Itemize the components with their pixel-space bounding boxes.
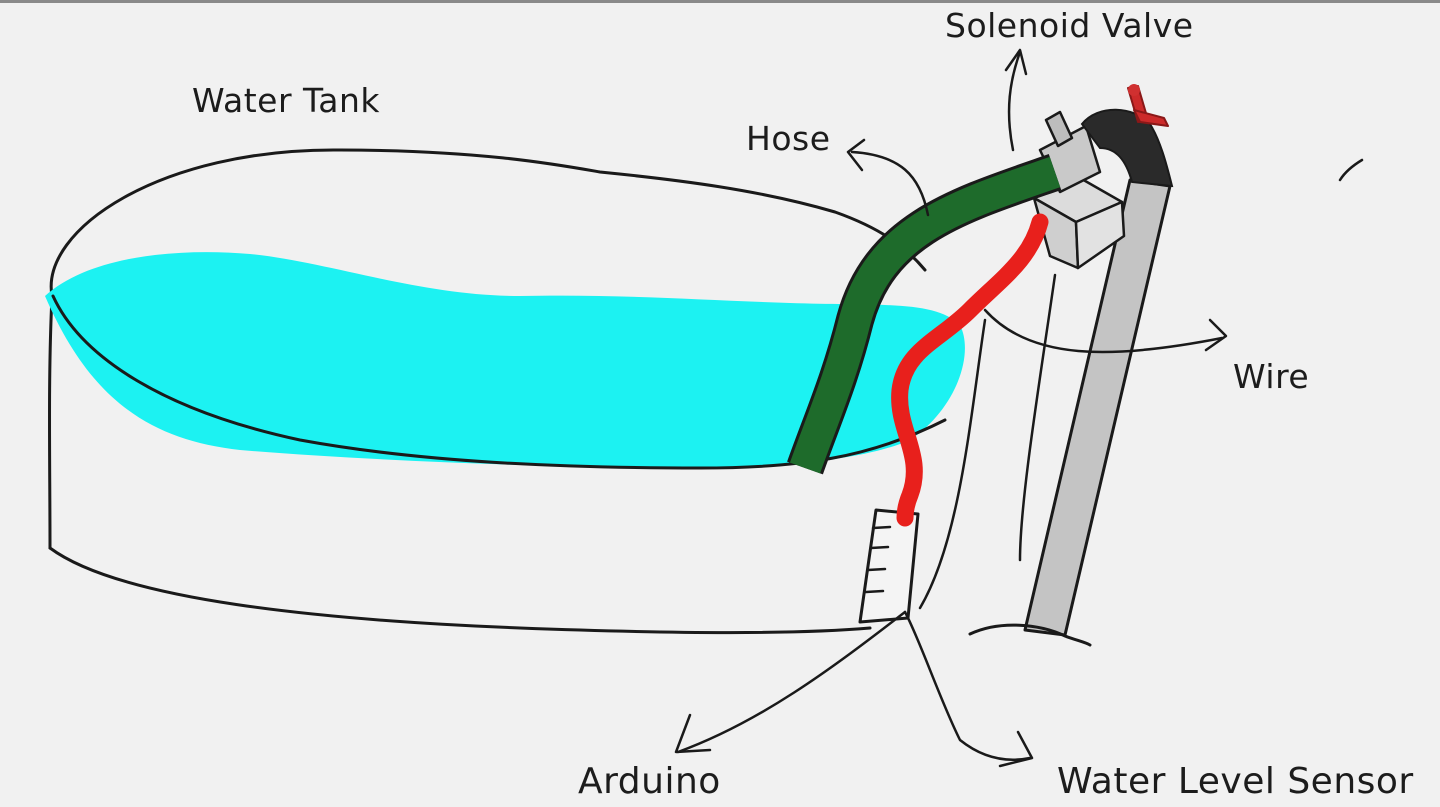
valve-arrowhead [1004,48,1028,76]
sensor-side-lead [1018,273,1057,562]
valve-nub [1044,110,1074,148]
top-shadow [0,0,1440,3]
hose-leader [850,150,930,217]
leader-lines [674,48,1364,768]
arduino-arrowhead [674,713,712,754]
label-solenoid-valve: Solenoid Valve [945,6,1194,45]
sensor-arrowhead [998,730,1034,768]
red-wire [891,213,1049,527]
label-arduino: Arduino [578,761,721,802]
sensor-leader [903,610,1032,761]
hose-fill [789,156,1061,474]
label-water-tank: Water Tank [192,81,380,120]
wire-arrowhead [1204,318,1228,352]
label-wire: Wire [1233,357,1310,396]
solenoid-valve [1032,84,1174,270]
valve-box-side [1074,200,1126,270]
valve-elbow [1080,108,1174,188]
level-sensor [858,508,920,624]
label-water-level-sensor: Water Level Sensor [1057,761,1414,802]
wire-leader [983,308,1224,354]
tank-bottom [48,546,872,634]
valve-handle-knob [1128,84,1140,96]
label-hose: Hose [746,119,831,158]
water-tank [48,148,927,634]
hose-arrowhead [846,138,866,172]
pencil-mark [1338,158,1364,182]
tank-left-wall [48,294,54,550]
pipe-base [968,623,1092,647]
water-surface [45,252,965,469]
arduino-leader [676,610,907,754]
valve-handle-bar [1133,109,1169,127]
valve-leader [1007,50,1022,152]
wire-down-lead [918,318,987,610]
tank-top-rim [49,148,927,298]
